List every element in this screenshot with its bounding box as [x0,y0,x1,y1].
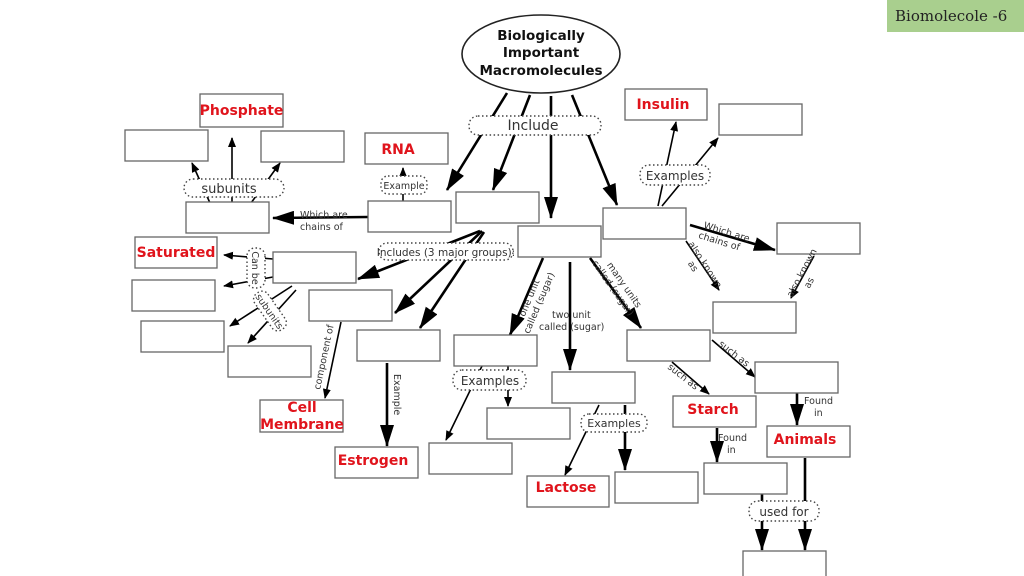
node-phosphate: Phosphate [200,103,284,119]
blank-box-starch-found-in[interactable] [703,462,788,495]
pill-used-for-text: used for [759,505,808,519]
label-also-known-2b: as [802,276,817,291]
pill-includes-3-text: Includes (3 major groups): [377,247,515,259]
label-found-in-1a: Found [718,433,747,444]
blank-box-nucleic-acids[interactable] [367,200,452,233]
blank-box-amino-acids[interactable] [776,222,861,255]
label-such-as-1: such as [665,362,700,393]
arrow-nucleic-nucleotides [272,210,369,225]
blank-box-carbohydrates[interactable] [517,225,602,258]
node-insulin: Insulin [636,97,689,113]
blank-box-protein-example[interactable] [718,103,803,136]
arrow-root-proteins [570,94,619,206]
pill-example-rna [380,175,428,195]
label-found-in-1b: in [727,445,736,456]
node-animals-box [766,425,851,458]
pill-subunits-lipid: subunits [253,290,288,332]
node-insulin-box [624,88,708,121]
blank-box-mono-example2[interactable] [486,407,571,440]
node-lactose: Lactose [536,480,597,496]
blank-box-fats[interactable] [272,251,357,284]
blank-box-disaccharide[interactable] [551,371,636,404]
blank-box-proteins[interactable] [602,207,687,240]
blank-box-lipids[interactable] [455,191,540,224]
blank-box-glycogen[interactable] [754,361,839,394]
arrow-polysaccharide [588,257,643,329]
blank-box-polysaccharide[interactable] [626,329,711,362]
pill-used-for [748,500,820,522]
arrow-such-as-starch [671,361,710,395]
label-also-known-2a: also known [785,247,820,299]
root-line-3: Macromolecules [479,63,602,79]
node-rna-box [364,132,449,165]
node-saturated: Saturated [137,245,216,261]
linking-pills: Include subunits Example Examples Includ… [183,115,820,522]
node-starch: Starch [687,402,738,418]
root-node: Biologically Important Macromolecules [461,14,621,94]
node-cell-membrane-box [259,399,344,433]
arrow-protein-insulin [657,121,679,207]
blank-box-fat-sub1[interactable] [140,320,225,353]
pill-examples-protein-text: Examples [646,169,704,183]
blank-box-monosaccharide[interactable] [453,334,538,367]
blank-box-also-known[interactable] [712,301,797,334]
arrow-protein-aminoacids [689,223,776,252]
node-animals: Animals [774,432,837,448]
label-found-in-2a: Found [804,396,833,407]
blank-box-fat-sub2[interactable] [227,345,312,378]
pill-examples-mono-text: Examples [461,374,519,388]
arrow-also-known-2 [790,255,815,299]
pill-examples-di-text: Examples [587,417,641,430]
arrow-such-as-glycogen [711,339,756,378]
pill-include [468,115,602,136]
blank-box-nucleotide-sub3[interactable] [260,130,345,163]
node-estrogen: Estrogen [338,453,409,469]
blank-box-nucleotide-sub1[interactable] [124,129,209,162]
pill-includes-3 [378,242,514,261]
blank-box-phospholipids[interactable] [308,289,393,322]
node-starch-box [672,395,757,428]
arrow-component-of [322,321,342,399]
blank-box-used-for[interactable] [742,550,827,576]
label-example-estrogen: Example [391,374,402,415]
label-also-known-1b: as [685,259,700,274]
pill-examples-protein [639,164,711,186]
blank-box-mono-example1[interactable] [428,442,513,475]
node-estrogen-box [334,446,419,479]
pill-include-text: Include [508,118,559,134]
pill-example-rna-text: Example [383,181,424,192]
label-such-as-2: such as [716,339,751,370]
blank-box-nucleotides[interactable] [185,201,270,234]
node-rna: RNA [381,142,414,158]
arrow-also-known-1 [685,240,720,291]
node-cell-membrane-line2: Membrane [260,417,344,433]
pill-can-be: Can be [246,247,266,289]
node-phosphate-box [199,93,284,128]
label-which-chains-left-2: chains of [300,222,344,233]
arrow-root-nucleic [445,92,509,191]
pill-can-be-text: Can be [249,251,260,285]
arrow-monosaccharide [508,257,545,336]
node-cell-membrane-line1: Cell [287,400,316,416]
pill-examples-mono [452,369,527,391]
pill-subunits-top-text: subunits [201,182,256,197]
node-lactose-box [526,475,610,508]
arrow-root-lipids [491,94,532,191]
label-two-unit-1: two unit [552,310,591,321]
concept-boxes: Phosphate RNA Insulin Saturated Cell Mem… [124,88,861,576]
pill-subunits-top [183,178,285,198]
node-saturated-box [134,236,218,269]
label-found-in-2b: in [814,408,823,419]
label-two-unit-2: called (sugar) [539,322,604,333]
slide-badge: Biomolecole -6 [887,0,1024,32]
root-line-1: Biologically [497,28,585,44]
blank-box-unsaturated[interactable] [131,279,216,312]
blank-box-steroids[interactable] [356,329,441,362]
root-line-2: Important [503,45,580,61]
pill-examples-di [580,413,648,433]
blank-box-di-example2[interactable] [614,471,699,504]
label-which-chains-left-1: Which are [300,210,348,221]
